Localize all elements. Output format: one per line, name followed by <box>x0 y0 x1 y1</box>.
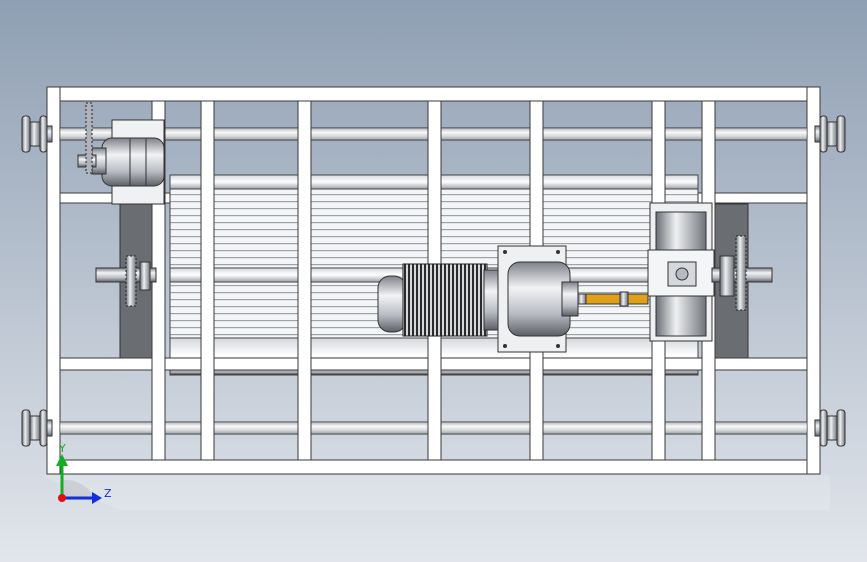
gearbox-icon[interactable] <box>647 202 715 342</box>
right-bottom-wheel[interactable] <box>814 409 846 447</box>
vbar-3[interactable] <box>297 100 312 461</box>
right-drive-shaft[interactable] <box>711 235 773 311</box>
vbar-2[interactable] <box>200 100 215 461</box>
left-bottom-wheel[interactable] <box>21 409 53 447</box>
outer-frame[interactable] <box>46 86 821 475</box>
frame-bottom-rail[interactable] <box>46 459 821 475</box>
left-top-wheel[interactable] <box>21 115 53 153</box>
coupling-shaft[interactable] <box>577 291 649 307</box>
frame-left-post[interactable] <box>46 86 61 475</box>
triad-y-label: Y <box>58 442 66 455</box>
coordinate-triad-icon: Y Z <box>56 442 112 504</box>
top-left-sprocket-icon <box>85 102 93 174</box>
frame-right-post[interactable] <box>806 86 821 475</box>
floor-shadow <box>40 475 830 510</box>
reducer-housing[interactable] <box>497 245 579 353</box>
frame-top-rail[interactable] <box>46 86 821 102</box>
triad-z-label: Z <box>104 487 112 500</box>
left-drive-shaft[interactable] <box>95 255 157 307</box>
electric-motor-icon[interactable] <box>377 263 507 337</box>
rail-upper-3[interactable] <box>697 192 808 204</box>
right-top-wheel[interactable] <box>814 115 846 153</box>
top-left-gearbox[interactable] <box>77 119 165 205</box>
